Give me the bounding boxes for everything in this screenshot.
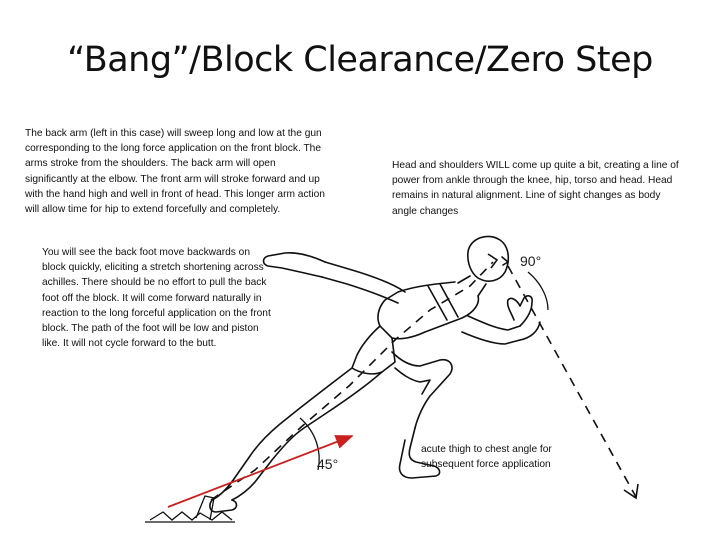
sprinter-figure bbox=[210, 236, 540, 512]
torso-angle-arc bbox=[528, 272, 548, 310]
torso-angle-label: 90° bbox=[520, 253, 541, 269]
starting-block bbox=[145, 496, 235, 522]
body-alignment-line bbox=[211, 254, 497, 500]
ankle-angle-label: 45° bbox=[317, 456, 338, 472]
line-of-sight-line bbox=[508, 266, 638, 498]
